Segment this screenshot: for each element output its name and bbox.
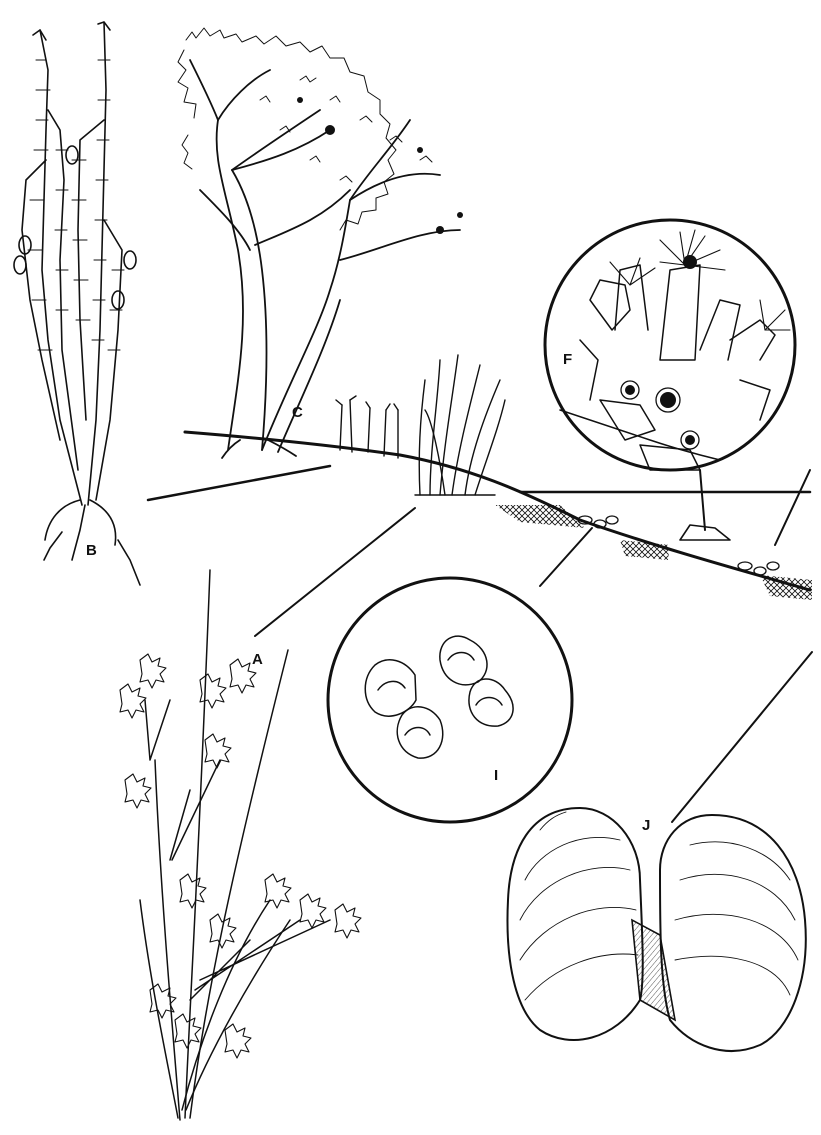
snail-detail-i: [328, 578, 572, 822]
clam-detail-j: [507, 808, 805, 1051]
tree-c: [178, 28, 463, 458]
label-a: A: [252, 652, 263, 667]
pebbles: [578, 516, 779, 575]
ground-profile: [148, 432, 812, 600]
rush-plant-a: [120, 570, 361, 1120]
label-b: B: [86, 543, 97, 558]
label-i: I: [494, 768, 498, 783]
barnacle-detail-f: [545, 220, 795, 470]
rush-tuft: [415, 355, 505, 495]
label-c: C: [292, 405, 303, 420]
label-j: J: [642, 818, 650, 833]
glasswort-plant-b: [14, 22, 140, 585]
label-f: F: [563, 352, 572, 367]
